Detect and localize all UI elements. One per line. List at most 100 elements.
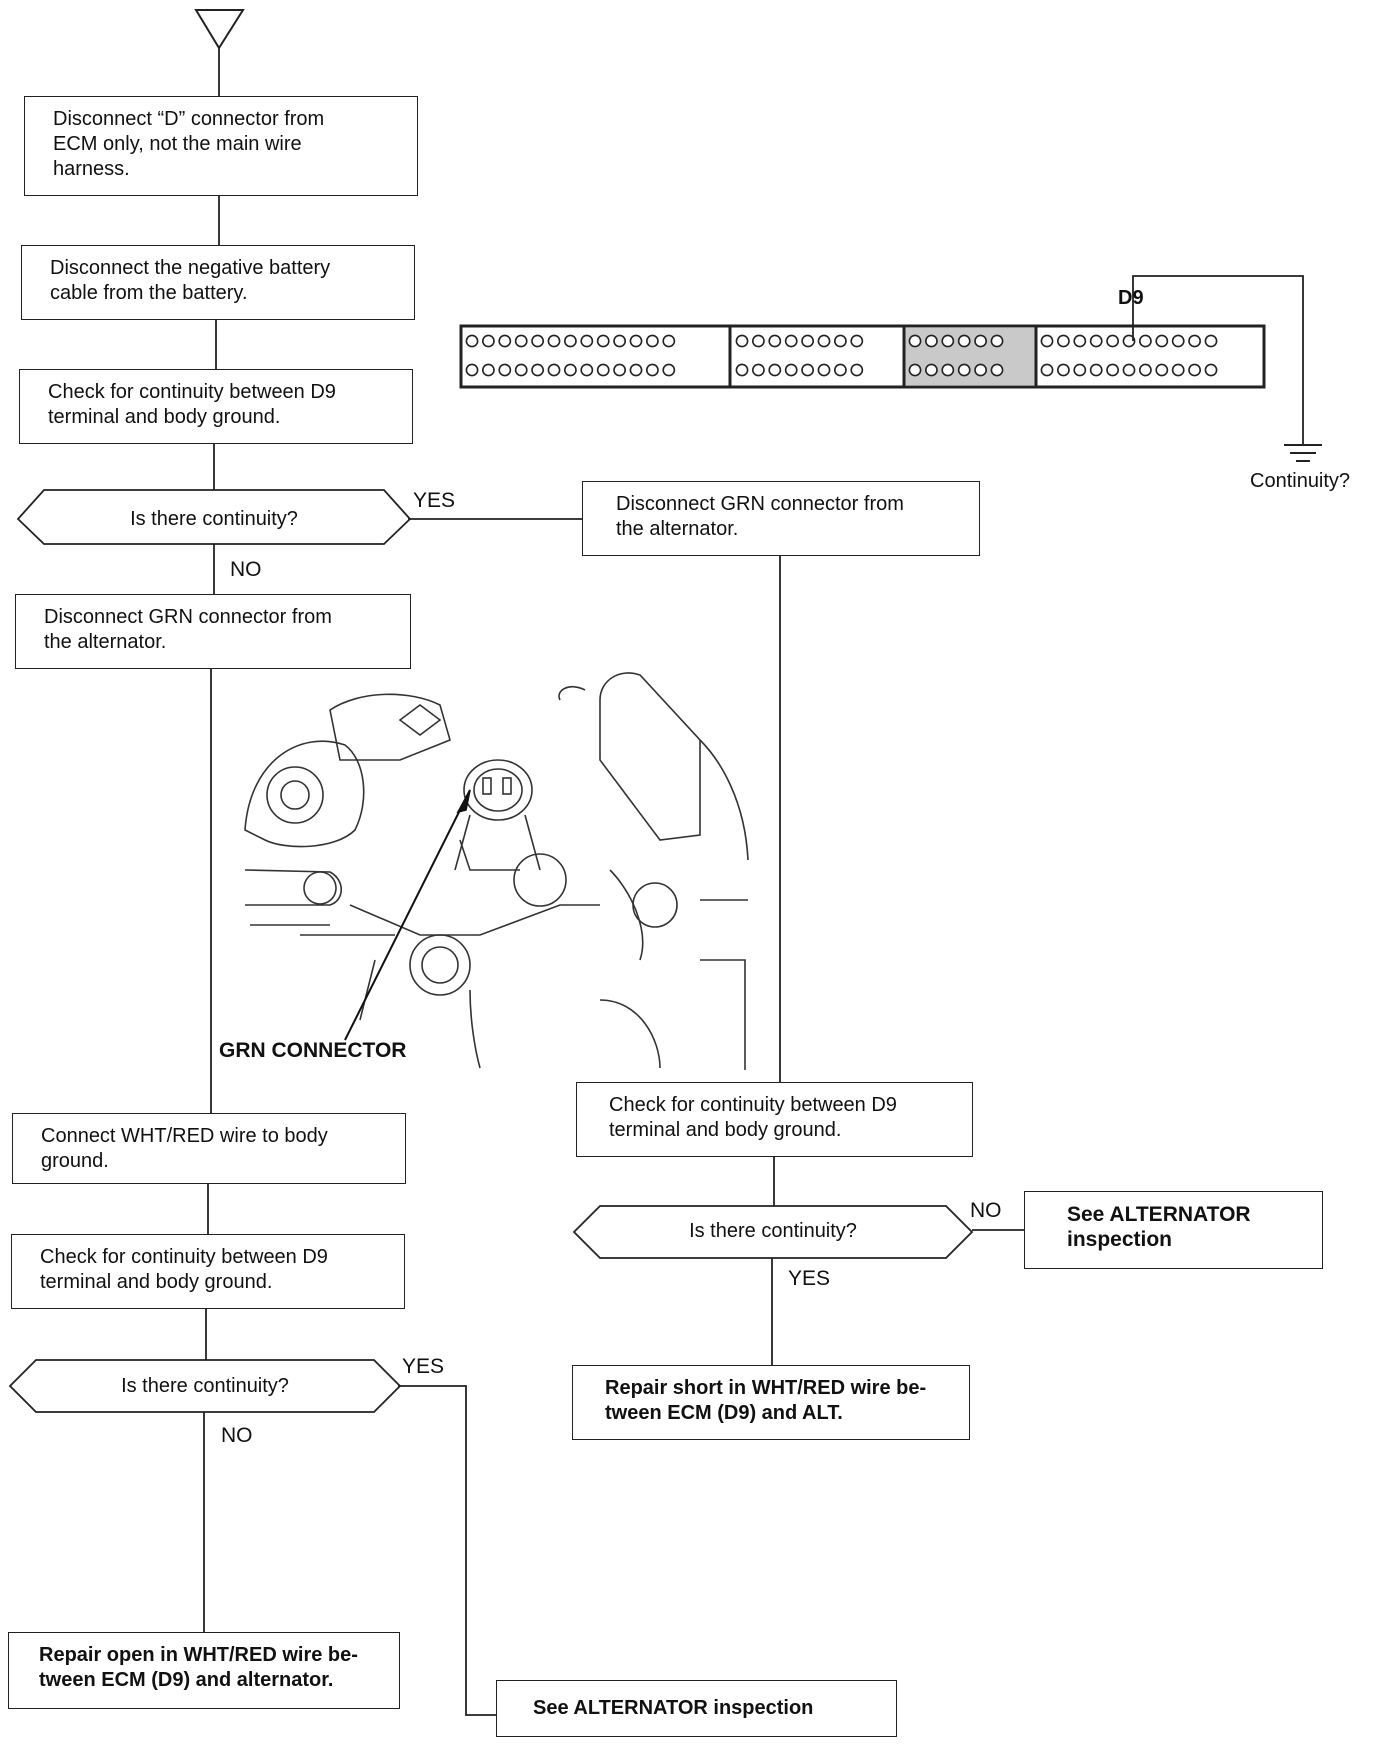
result-see-alternator-bottom: See ALTERNATOR inspection [496,1680,897,1737]
connector-pin [514,363,528,377]
connector-pin [752,334,765,348]
connector-pin [629,334,643,348]
connector-pin [580,363,594,377]
result-repair-short: Repair short in WHT/RED wire be- tween E… [572,1365,970,1440]
connector-pin [662,334,676,348]
decision2-left-shape [8,1359,402,1413]
connector-pin [784,334,798,348]
connector-pin [613,363,626,377]
connector-pin [974,363,987,377]
connector-pin [801,334,814,348]
continuity-label: Continuity? [1250,470,1351,492]
connector-pin [465,334,479,348]
connector-pin [1122,334,1136,348]
grn-connector-label: GRN CONNECTOR [219,1039,407,1062]
connector-pin [1057,334,1070,348]
connector-pin [801,363,814,377]
connector-pin [613,334,626,348]
connector-pin [531,334,544,348]
step-check-continuity-1: Check for continuity between D9 terminal… [19,369,413,444]
connector-pin [735,334,749,348]
connector-pin [1188,363,1201,377]
connector-pin [1106,363,1119,377]
connector-pin [662,363,676,377]
connector-pin [957,363,971,377]
connector-pin [990,363,1004,377]
connector-pin [908,363,922,377]
no-label-right: NO [970,1199,1002,1222]
connector-pin [834,334,847,348]
connector-pin [1040,334,1054,348]
connector-pin [1204,334,1218,348]
connector-pin [481,334,495,348]
yes-label-right: YES [788,1267,831,1290]
step-check-continuity-left: Check for continuity between D9 terminal… [11,1234,405,1309]
d9-probe-wire [1132,275,1304,445]
connector-pin [768,363,782,377]
connector-pin [1155,363,1169,377]
connector-pin [498,363,512,377]
connector-pin [941,334,955,348]
connector-pin [580,334,594,348]
connector-pin [1188,334,1201,348]
connector-pin [646,363,659,377]
ecm-connector-diagram [459,275,1322,462]
result-see-alternator-right: See ALTERNATOR inspection [1024,1191,1323,1269]
connector-pin [834,363,847,377]
connector-pin [957,334,971,348]
connector-pin [481,363,495,377]
connector-pin [925,363,938,377]
decision2-right-shape [572,1205,974,1259]
connector-pin [1155,334,1169,348]
connector-pin [908,334,922,348]
connector-pin [564,334,577,348]
connector-pin [817,363,831,377]
connector-pin [735,363,749,377]
connector-pin [547,363,561,377]
decision-continuity-left: Is there continuity? [121,1375,289,1397]
no-label-1: NO [230,558,262,581]
connector-pin [498,334,512,348]
connector-pin [752,363,765,377]
connector-pin [547,334,561,348]
step-disconnect-grn-right: Disconnect GRN connector from the altern… [582,481,980,556]
connector-pin [1089,334,1103,348]
connector-pin [1057,363,1070,377]
connector-pin [1106,334,1119,348]
connector-pin [850,334,864,348]
connector-pin [974,334,987,348]
connector-pin [514,334,528,348]
connector-pin [564,363,577,377]
connector-pin [784,363,798,377]
connector-pin [990,334,1004,348]
connector-pin [596,363,610,377]
connector-pin [1122,363,1136,377]
connector-pin [629,363,643,377]
connector-pin [1040,363,1054,377]
connector-pin [1171,363,1185,377]
step-connect-wht-red: Connect WHT/RED wire to body ground. [12,1113,406,1184]
step-disconnect-grn-left: Disconnect GRN connector from the altern… [15,594,411,669]
result-repair-open: Repair open in WHT/RED wire be- tween EC… [8,1632,400,1709]
decision-continuity-1: Is there continuity? [130,508,298,530]
connector-pin [1139,363,1152,377]
connector-pin [465,363,479,377]
connector-pin [1171,334,1185,348]
connector-pin [531,363,544,377]
connector-pin [1073,363,1087,377]
connector-pin [1073,334,1087,348]
connector-pin [646,334,659,348]
engine-illustration [244,672,749,1070]
no-label-left: NO [221,1424,253,1447]
step-check-continuity-right: Check for continuity between D9 terminal… [576,1082,973,1157]
connector-pin [1204,363,1218,377]
connector-pin [1139,334,1152,348]
connector-pin [817,334,831,348]
step-disconnect-battery: Disconnect the negative battery cable fr… [21,245,415,320]
connector-pin [941,363,955,377]
start-triangle-icon [194,9,245,50]
decision1-shape [16,489,412,545]
step-disconnect-d-connector: Disconnect “D” connector from ECM only, … [24,96,418,196]
yes-label-1: YES [413,489,456,512]
d9-terminal-label: D9 [1118,287,1144,309]
